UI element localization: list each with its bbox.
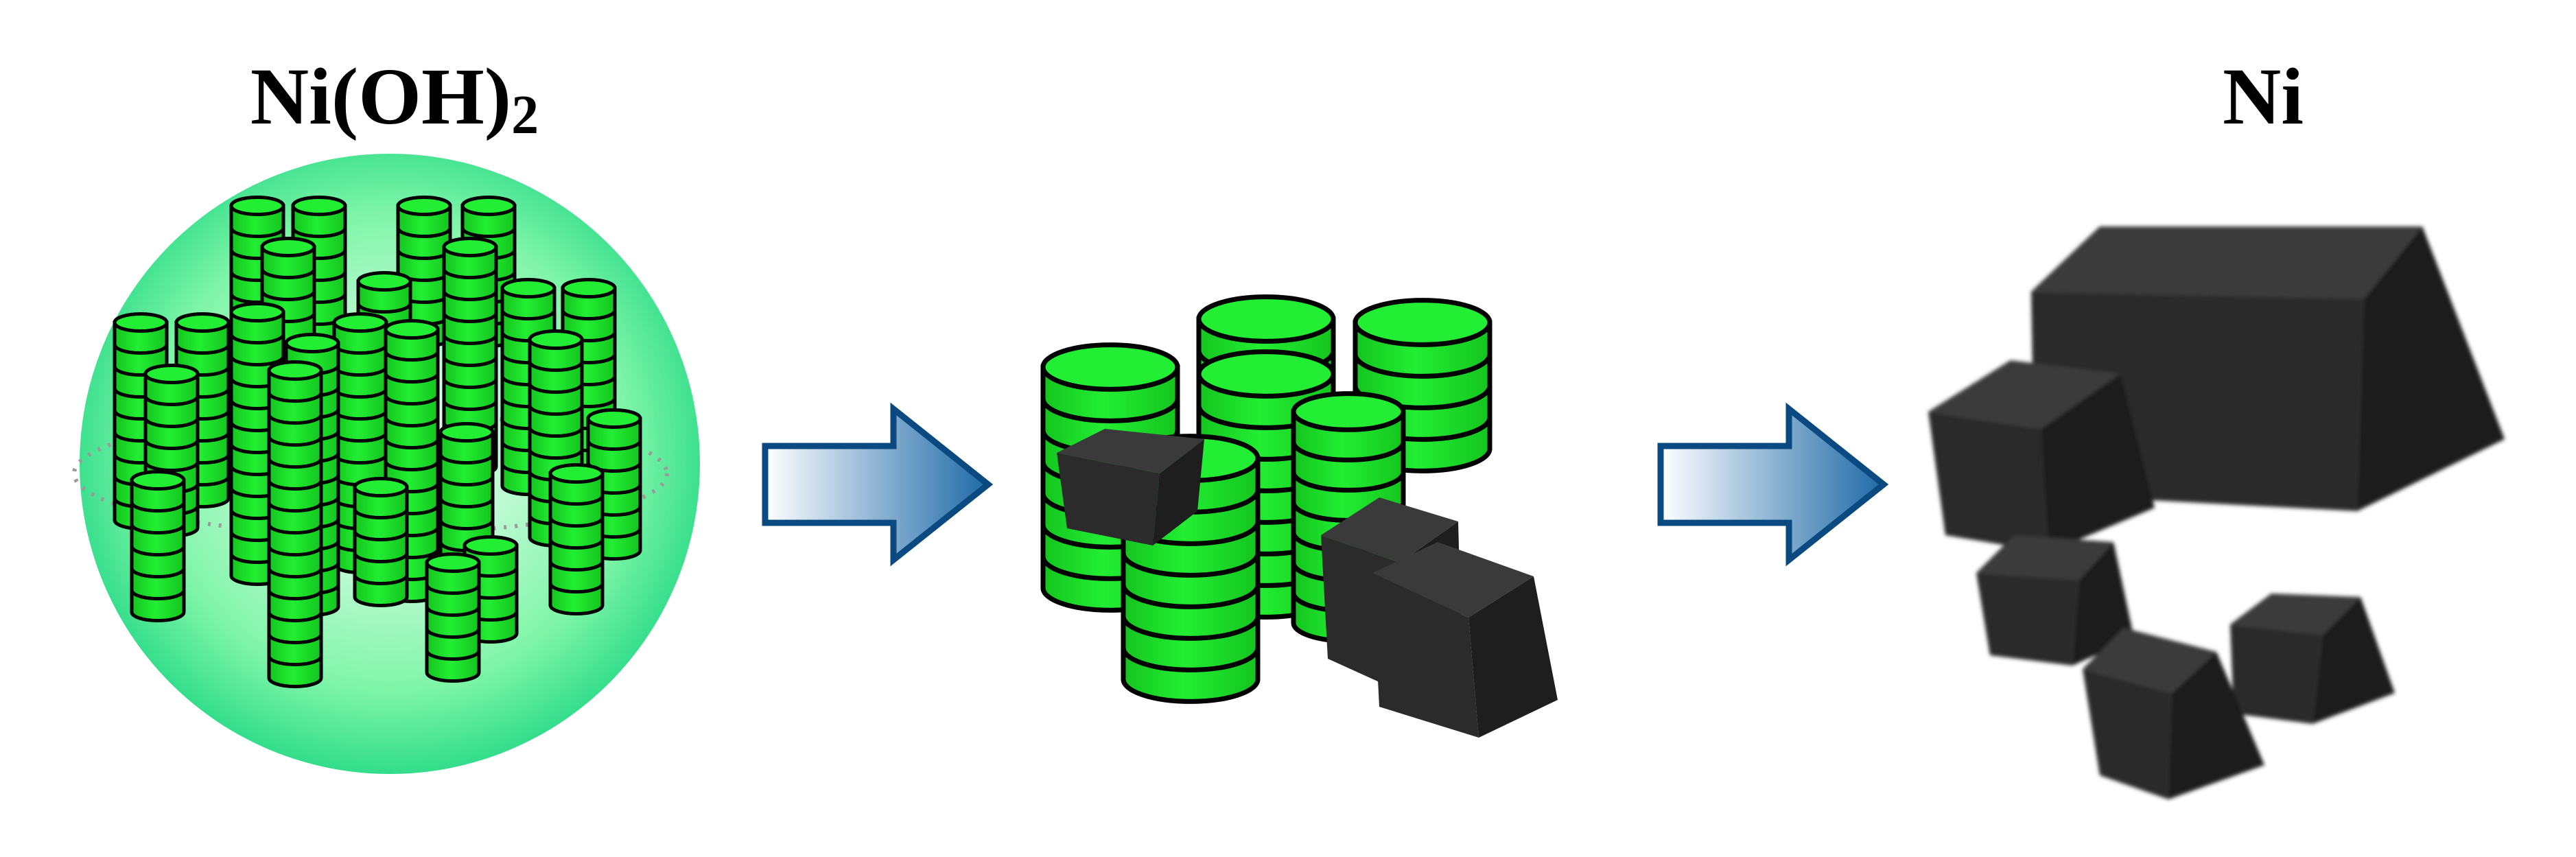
stage-1-sphere-assembly <box>72 154 700 774</box>
cube <box>1928 360 2155 552</box>
cube <box>2230 594 2395 724</box>
cylinder-stack <box>130 469 186 623</box>
arrow-right-1 <box>762 402 994 567</box>
cylinder-stack <box>353 476 409 608</box>
cylinder-stack <box>267 360 323 689</box>
arrow-right-2 <box>1657 402 1889 567</box>
cube <box>1372 542 1558 738</box>
stage-2-assembly <box>1040 294 1558 738</box>
cube <box>1976 535 2134 666</box>
stage-3-cube-cluster <box>1928 226 2505 799</box>
cube <box>2083 628 2264 799</box>
cylinder-stack <box>548 462 605 616</box>
cube <box>1057 429 1204 545</box>
stage-3-label: Ni <box>2223 51 2304 141</box>
cylinder-stack <box>425 552 481 683</box>
cylinder-stack <box>1353 298 1492 473</box>
cylinder-stack <box>1121 434 1261 704</box>
stage-1-label: Ni(OH)2 <box>250 51 539 145</box>
